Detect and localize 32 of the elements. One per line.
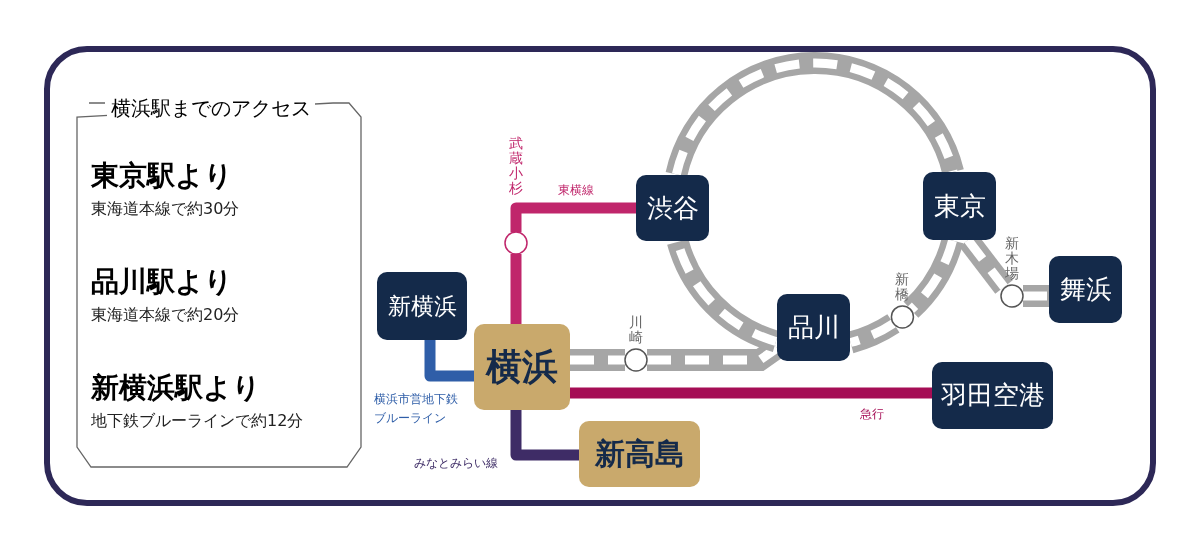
station-box: 横浜 [474,324,570,410]
travel-time: 地下鉄ブルーラインで約12分 [91,411,304,432]
station-label: 武蔵小杉 [508,136,524,196]
station-box: 東京 [923,172,996,240]
travel-time: 東海道本線で約20分 [91,305,240,326]
station-heading: 新横浜駅より [91,370,261,406]
station-box: 品川 [777,294,850,361]
line-route [510,254,522,324]
station-heading: 東京駅より [91,158,233,194]
rail-track [1023,285,1049,307]
station-box: 舞浜 [1049,256,1122,323]
station-circle [1000,284,1024,308]
travel-time: 東海道本線で約30分 [91,199,240,220]
line-label: 急行 [858,406,886,423]
station-box: 渋谷 [636,175,709,241]
rail-track [570,349,625,371]
station-label: 新橋 [894,271,910,302]
line-route [570,387,932,399]
station-box: 羽田空港 [932,362,1053,429]
station-heading: 品川駅より [91,264,233,300]
line-label: みなとみらい線 [412,455,500,472]
station-box: 新高島 [579,421,700,487]
station-circle [890,305,915,329]
station-circle [504,231,528,255]
station-box: 新横浜 [377,272,467,340]
rail-track [665,52,964,178]
station-circle [624,348,648,372]
station-label: 川崎 [628,315,644,345]
line-label: 東横線 [556,182,596,199]
station-label: 新木場 [1004,236,1020,281]
rail-track [903,237,963,318]
line-route [510,202,636,232]
